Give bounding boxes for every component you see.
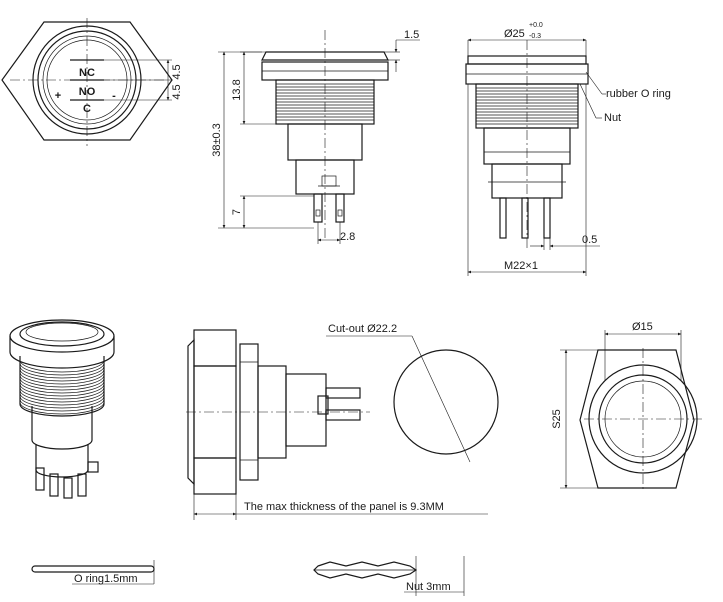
thread-line bbox=[19, 398, 105, 412]
nut-label: Nut 3mm bbox=[406, 581, 451, 593]
thread-line bbox=[19, 380, 105, 394]
label-rubber-oring: rubber O ring bbox=[606, 88, 671, 100]
label-nut: Nut bbox=[604, 112, 621, 124]
nut-part: Nut 3mm bbox=[313, 556, 465, 596]
plus-label: + bbox=[55, 90, 61, 102]
thread-line bbox=[19, 374, 105, 388]
tol-plus: +0.0 bbox=[529, 22, 543, 29]
tol-minus: -0.3 bbox=[529, 33, 541, 40]
cutout-view: Cut-out Ø22.2 bbox=[326, 323, 499, 463]
pin-c-label: C bbox=[83, 103, 91, 115]
cutout-label: Cut-out Ø22.2 bbox=[328, 323, 397, 335]
thread-line bbox=[19, 377, 105, 391]
nut-view: Ø15 S25 bbox=[551, 321, 702, 492]
dim-thread-size: M22×1 bbox=[504, 260, 538, 272]
panel-thickness-note: The max thickness of the panel is 9.3MM bbox=[244, 501, 444, 513]
thread-line bbox=[19, 368, 105, 382]
panel-section-view: The max thickness of the panel is 9.3MM bbox=[186, 329, 488, 520]
thread-line bbox=[19, 389, 105, 403]
oring-label: O ring1.5mm bbox=[74, 573, 138, 585]
oring-part: O ring1.5mm bbox=[31, 560, 155, 585]
thread-line bbox=[19, 359, 105, 373]
thread-line bbox=[19, 392, 105, 406]
isometric-view bbox=[9, 319, 115, 499]
pin-nc-label: NC bbox=[79, 67, 95, 79]
thread-line bbox=[19, 365, 105, 379]
section-view: Ø25 +0.0 -0.3 rubber O ring Nut 0.5 M22×… bbox=[465, 22, 671, 276]
thread-line bbox=[19, 401, 105, 415]
dim-total-length: 38±0.3 bbox=[211, 123, 223, 157]
dim-pin-width: 2.8 bbox=[340, 231, 355, 243]
dim-pin-length: 7 bbox=[231, 209, 243, 215]
front-view: NC NO C + - 4.5 4.5 bbox=[1, 18, 183, 146]
minus-label: - bbox=[112, 90, 116, 102]
side-view: 1.5 13.8 38±0.3 7 2.8 bbox=[211, 29, 420, 244]
pin-no-label: NO bbox=[79, 86, 96, 98]
dim-upper: 4.5 bbox=[171, 64, 183, 79]
dim-lower: 4.5 bbox=[171, 84, 183, 99]
thread-line bbox=[19, 383, 105, 397]
dim-diameter: Ø25 bbox=[504, 28, 525, 40]
dim-inner-diameter: Ø15 bbox=[632, 321, 653, 333]
thread-line bbox=[19, 386, 105, 400]
thread-line bbox=[19, 395, 105, 409]
dim-hex-size: S25 bbox=[551, 409, 563, 429]
thread-line bbox=[19, 371, 105, 385]
dim-flange: 1.5 bbox=[404, 29, 419, 41]
thread-line bbox=[19, 362, 105, 376]
dim-pin-thickness: 0.5 bbox=[582, 234, 597, 246]
dim-thread-length: 13.8 bbox=[231, 79, 243, 100]
